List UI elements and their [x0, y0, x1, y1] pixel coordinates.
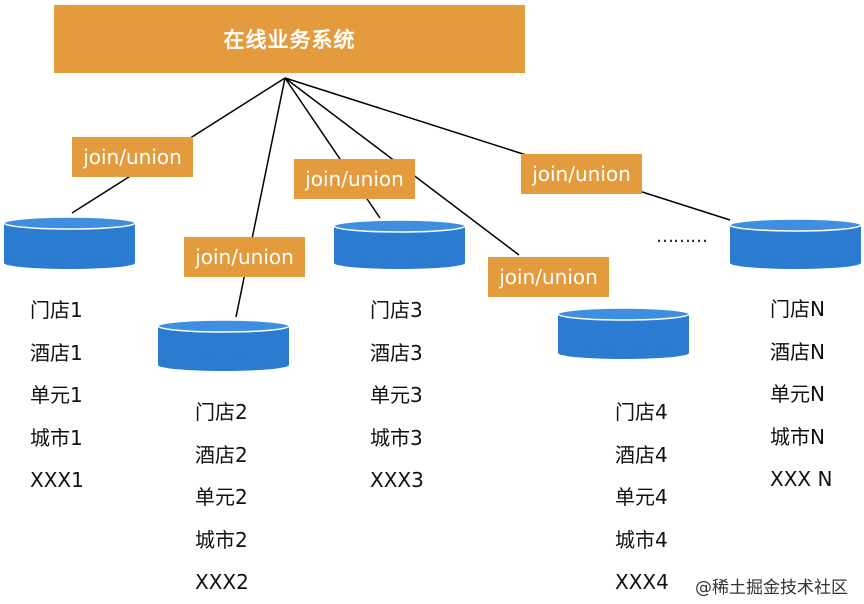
list-item: XXX N — [770, 467, 833, 491]
list-item: 酒店2 — [195, 442, 248, 467]
database-1 — [3, 216, 136, 269]
connector-db2 — [235, 77, 286, 318]
list-item: XXX1 — [30, 468, 84, 492]
list-item: 单元4 — [615, 485, 668, 509]
list-item: 城市3 — [370, 425, 423, 450]
database-4-list: 门店4 酒店4 单元4 城市4 XXX4 — [615, 391, 669, 604]
list-item: 城市1 — [30, 425, 83, 450]
database-1-list: 门店1 酒店1 单元1 城市1 XXX1 — [30, 289, 84, 502]
list-item: XXX3 — [370, 468, 424, 492]
online-business-system-box: 在线业务系统 — [54, 5, 525, 73]
join-union-label-2: join/union — [184, 237, 305, 277]
list-item: 单元3 — [370, 383, 423, 407]
more-databases-ellipsis: ……… — [656, 226, 708, 247]
list-item: 单元1 — [30, 383, 83, 407]
list-item: 门店1 — [30, 298, 83, 322]
join-union-label-4: join/union — [488, 257, 609, 297]
database-2-list: 门店2 酒店2 单元2 城市2 XXX2 — [195, 391, 249, 604]
list-item: 城市4 — [615, 527, 668, 552]
join-union-label-1: join/union — [72, 137, 193, 177]
connector-dbn — [284, 77, 731, 221]
database-n-list: 门店N 酒店N 单元N 城市N XXX N — [770, 288, 832, 501]
list-item: 单元N — [770, 382, 825, 406]
database-3 — [333, 219, 466, 269]
join-union-label-3: join/union — [294, 159, 415, 199]
list-item: 酒店1 — [30, 340, 83, 365]
list-item: 单元2 — [195, 485, 248, 509]
list-item: 城市N — [770, 424, 825, 449]
list-item: XXX4 — [615, 570, 669, 594]
list-item: 门店N — [770, 297, 825, 321]
database-3-list: 门店3 酒店3 单元3 城市3 XXX3 — [370, 289, 424, 502]
system-title: 在线业务系统 — [223, 28, 356, 52]
list-item: 酒店N — [770, 339, 825, 364]
watermark: @稀土掘金技术社区 — [695, 573, 848, 598]
database-n — [729, 218, 862, 269]
list-item: 门店2 — [195, 400, 248, 424]
list-item: 门店4 — [615, 400, 668, 424]
list-item: 城市2 — [195, 527, 248, 552]
list-item: 酒店3 — [370, 340, 423, 365]
list-item: XXX2 — [195, 570, 249, 594]
database-2 — [157, 319, 290, 371]
list-item: 酒店4 — [615, 442, 668, 467]
join-union-label-n: join/union — [521, 154, 642, 194]
database-4 — [557, 307, 690, 359]
list-item: 门店3 — [370, 298, 423, 322]
